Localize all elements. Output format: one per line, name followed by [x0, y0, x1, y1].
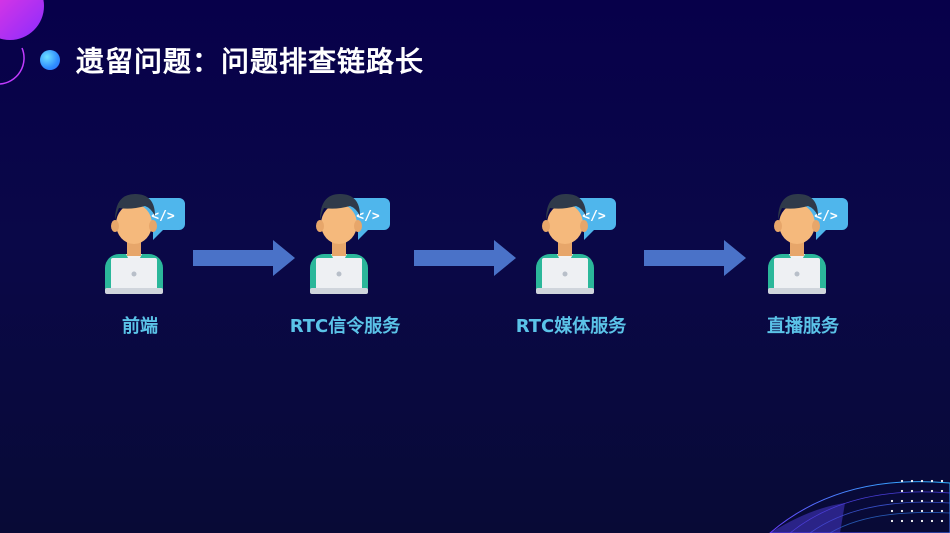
page-title: 遗留问题：问题排查链路长: [76, 45, 425, 78]
flow-node-rtc-signaling: </> RTC信令服务: [255, 186, 435, 346]
node-label: RTC媒体服务: [515, 316, 627, 337]
svg-text:</>: </>: [814, 209, 838, 224]
arrow-right-icon: [193, 240, 295, 276]
node-label: 前端: [122, 316, 158, 337]
flow-node-frontend: </> 前端: [50, 186, 230, 346]
arrow-right-icon: [414, 240, 516, 276]
developer-icon: </>: [105, 194, 185, 294]
developer-icon: </>: [310, 194, 390, 294]
corner-decoration-top-left: [0, 0, 44, 85]
title-row: 遗留问题：问题排查链路长: [40, 40, 424, 80]
node-label: 直播服务: [767, 316, 839, 337]
svg-text:</>: </>: [582, 209, 606, 224]
flow-node-live-service: </> 直播服务: [713, 186, 893, 346]
arrow-right-icon: [644, 240, 746, 276]
title-bullet-icon: [40, 50, 60, 70]
developer-icon: </>: [768, 194, 848, 294]
flow-node-rtc-media: </> RTC媒体服务: [481, 186, 661, 346]
svg-text:</>: </>: [356, 209, 380, 224]
corner-decoration-bottom-right: [769, 479, 950, 533]
svg-text:</>: </>: [151, 209, 175, 224]
developer-icon: </>: [536, 194, 616, 294]
node-label: RTC信令服务: [289, 316, 401, 337]
